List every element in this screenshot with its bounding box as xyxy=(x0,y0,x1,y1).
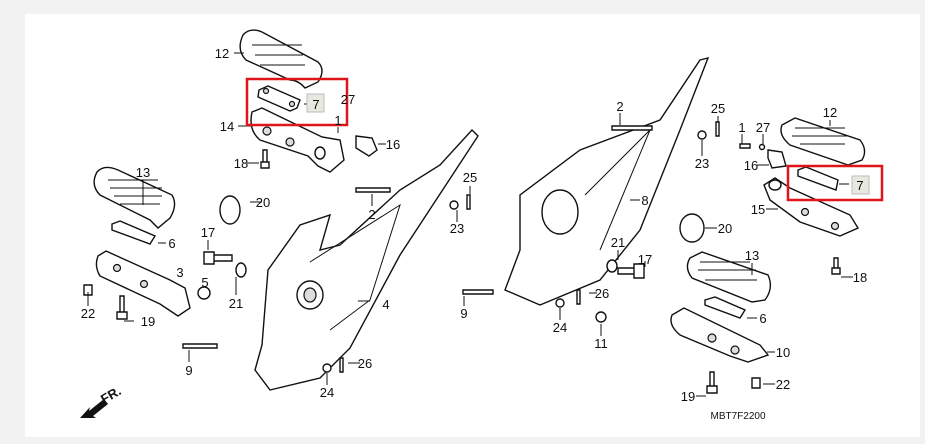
footpeg-rubber-12[interactable] xyxy=(780,117,866,166)
bolt-19[interactable] xyxy=(116,295,128,320)
callout-20[interactable]: 20 xyxy=(718,221,732,236)
collar-20[interactable] xyxy=(679,213,705,243)
callout-18[interactable]: 18 xyxy=(853,270,867,285)
callout-26[interactable]: 26 xyxy=(595,286,609,301)
plate-6[interactable] xyxy=(111,220,157,245)
callout-12[interactable]: 12 xyxy=(215,46,229,61)
callout-22[interactable]: 22 xyxy=(81,306,95,321)
cotter-26[interactable] xyxy=(339,357,344,373)
nut-24[interactable] xyxy=(322,363,332,373)
nut-23[interactable] xyxy=(697,130,707,140)
callout-2[interactable]: 2 xyxy=(368,207,375,222)
callout-16[interactable]: 16 xyxy=(386,137,400,152)
callout-10[interactable]: 10 xyxy=(776,345,790,360)
callout-6[interactable]: 6 xyxy=(168,236,175,251)
callout-11[interactable]: 11 xyxy=(594,336,608,351)
callout-14[interactable]: 14 xyxy=(220,119,234,134)
callout-12[interactable]: 12 xyxy=(823,105,837,120)
callout-22[interactable]: 22 xyxy=(776,377,790,392)
callout-7[interactable]: 7 xyxy=(856,178,863,193)
callout-19[interactable]: 19 xyxy=(681,389,695,404)
collar-20[interactable] xyxy=(219,195,241,225)
callout-13[interactable]: 13 xyxy=(745,248,759,263)
callout-13[interactable]: 13 xyxy=(136,165,150,180)
callout-15[interactable]: 15 xyxy=(751,202,765,217)
callout-23[interactable]: 23 xyxy=(450,221,464,236)
callout-2[interactable]: 2 xyxy=(616,99,623,114)
callout-26[interactable]: 26 xyxy=(358,356,372,371)
washer-21[interactable] xyxy=(235,262,247,278)
cotter-25[interactable] xyxy=(715,121,720,137)
pin-2[interactable] xyxy=(355,187,391,193)
callout-3[interactable]: 3 xyxy=(176,265,183,280)
bolt-17[interactable] xyxy=(617,263,645,279)
callout-17[interactable]: 17 xyxy=(638,252,652,267)
left-footpeg-assembly xyxy=(83,29,479,391)
spring-1[interactable] xyxy=(739,143,751,149)
plate-7[interactable] xyxy=(797,166,839,191)
bolt-18[interactable] xyxy=(260,149,270,169)
callout-5[interactable]: 5 xyxy=(201,275,208,290)
bolt-22[interactable] xyxy=(83,284,93,296)
callout-27[interactable]: 27 xyxy=(756,120,770,135)
bolt-17[interactable] xyxy=(203,251,233,265)
bolt-18[interactable] xyxy=(831,257,841,275)
front-direction-arrow: FR. xyxy=(80,383,124,418)
callout-20[interactable]: 20 xyxy=(256,195,270,210)
callout-1[interactable]: 1 xyxy=(334,113,341,128)
bolt-22[interactable] xyxy=(751,377,761,389)
bolt-19[interactable] xyxy=(706,371,718,394)
callout-25[interactable]: 25 xyxy=(463,170,477,185)
pin-2[interactable] xyxy=(611,125,653,131)
callout-9[interactable]: 9 xyxy=(460,306,467,321)
cotter-26[interactable] xyxy=(576,289,581,305)
footpeg-10[interactable] xyxy=(670,307,770,363)
step-bracket-4[interactable] xyxy=(254,128,479,391)
callout-23[interactable]: 23 xyxy=(695,156,709,171)
highlight-box-left xyxy=(245,77,349,127)
ring-27[interactable] xyxy=(758,143,766,151)
callout-27[interactable]: 27 xyxy=(341,92,355,107)
diagram-code: MBT7F2200 xyxy=(710,411,765,422)
callout-21[interactable]: 21 xyxy=(229,296,243,311)
plate-6[interactable] xyxy=(704,296,747,319)
callout-6[interactable]: 6 xyxy=(759,311,766,326)
pin-9[interactable] xyxy=(182,343,218,349)
callout-21[interactable]: 21 xyxy=(611,235,625,250)
bracket-16[interactable] xyxy=(767,149,787,169)
callout-7[interactable]: 7 xyxy=(312,97,319,112)
spring-5[interactable] xyxy=(197,286,211,300)
diagram-panel xyxy=(25,14,920,437)
callout-8[interactable]: 8 xyxy=(641,193,648,208)
callout-24[interactable]: 24 xyxy=(553,320,567,335)
callout-18[interactable]: 18 xyxy=(234,156,248,171)
step-bracket-8[interactable] xyxy=(504,56,710,306)
washer-21[interactable] xyxy=(606,259,618,273)
callout-25[interactable]: 25 xyxy=(711,101,725,116)
nut-23[interactable] xyxy=(449,200,459,210)
callout-16[interactable]: 16 xyxy=(744,158,758,173)
callout-9[interactable]: 9 xyxy=(185,363,192,378)
right-footpeg-assembly xyxy=(462,56,866,397)
callout-24[interactable]: 24 xyxy=(320,385,334,400)
highlight-box-right xyxy=(786,164,884,202)
footpeg-rubber-13[interactable] xyxy=(686,251,772,303)
pin-9[interactable] xyxy=(462,289,494,295)
callout-1[interactable]: 1 xyxy=(738,120,745,135)
clip-11[interactable] xyxy=(595,311,607,323)
nut-24[interactable] xyxy=(555,298,565,308)
footpeg-rubber-13[interactable] xyxy=(93,166,176,229)
callout-4[interactable]: 4 xyxy=(382,297,389,312)
callout-17[interactable]: 17 xyxy=(201,225,215,240)
bracket-16[interactable] xyxy=(355,135,378,157)
callout-19[interactable]: 19 xyxy=(141,314,155,329)
cotter-25[interactable] xyxy=(466,194,471,210)
